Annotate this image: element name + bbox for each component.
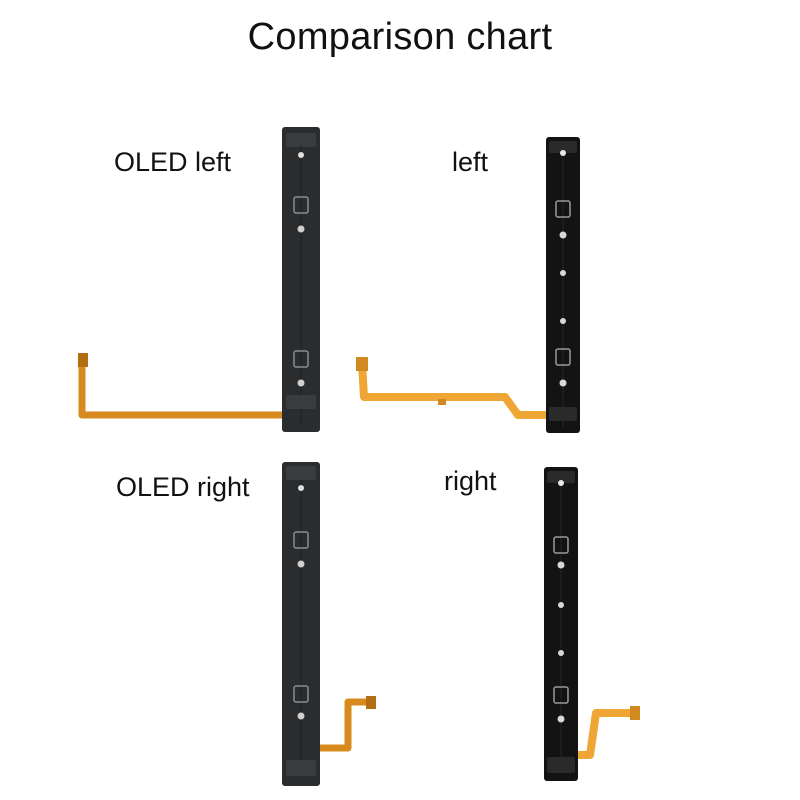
cable-connector — [78, 353, 88, 367]
cable-connector — [356, 357, 368, 371]
oled-left-rail-image — [78, 127, 320, 432]
flex-cable — [78, 357, 282, 419]
label-left: left — [452, 147, 489, 177]
page-title: Comparison chart — [247, 16, 553, 58]
label-right: right — [444, 466, 497, 496]
label-oled-left: OLED left — [114, 147, 232, 177]
right-rail-image — [544, 467, 640, 781]
oled-right-rail-image — [282, 462, 376, 786]
flex-cable — [320, 698, 372, 752]
left-rail-image — [356, 137, 580, 433]
flex-cable — [578, 709, 634, 759]
cable-connector — [366, 696, 376, 709]
cable-connector — [630, 706, 640, 720]
label-oled-right: OLED right — [116, 472, 250, 502]
flex-cable — [358, 362, 546, 419]
